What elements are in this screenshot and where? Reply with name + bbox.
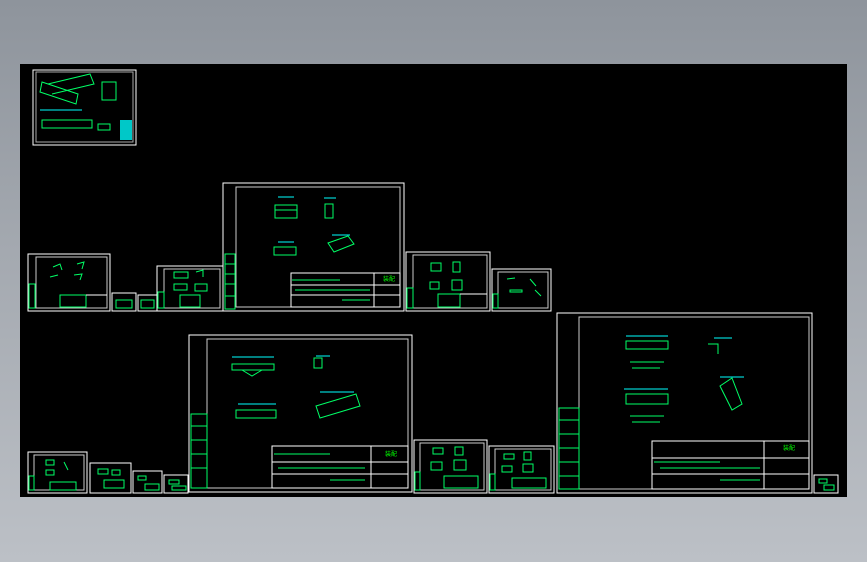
sheet-main-top[interactable]: 装配 (222, 182, 405, 312)
sheet-top-left-2[interactable] (111, 292, 158, 312)
sheet-bottom-left-1[interactable] (27, 451, 88, 494)
sheet-top-right-1[interactable] (405, 251, 491, 312)
sheet-bottom-right[interactable]: 装配 (556, 312, 813, 494)
sheet-bottom-mid-1[interactable] (413, 439, 488, 494)
title-block-mark-2: 装配 (385, 450, 397, 458)
thumbnail-overview-sheet[interactable] (32, 69, 137, 146)
sheet-bottom-left-3[interactable] (132, 470, 163, 494)
sheet-top-right-2[interactable] (491, 268, 552, 312)
title-block-mark: 装配 (383, 275, 395, 283)
title-block-mark-3: 装配 (783, 444, 795, 452)
sheet-bottom-left-4[interactable] (163, 474, 189, 494)
sheet-bottom-far-right[interactable] (813, 474, 839, 494)
sheet-top-left-1[interactable] (27, 253, 111, 312)
drawing-sheets: 装配 (27, 69, 839, 494)
sheet-top-left-3[interactable] (156, 265, 224, 312)
sheet-bottom-mid-2[interactable] (488, 445, 555, 494)
sheet-bottom-left-2[interactable] (89, 462, 132, 494)
cad-model-space[interactable]: 装配 (20, 64, 847, 497)
sheet-bottom-center[interactable]: 装配 (188, 334, 413, 493)
